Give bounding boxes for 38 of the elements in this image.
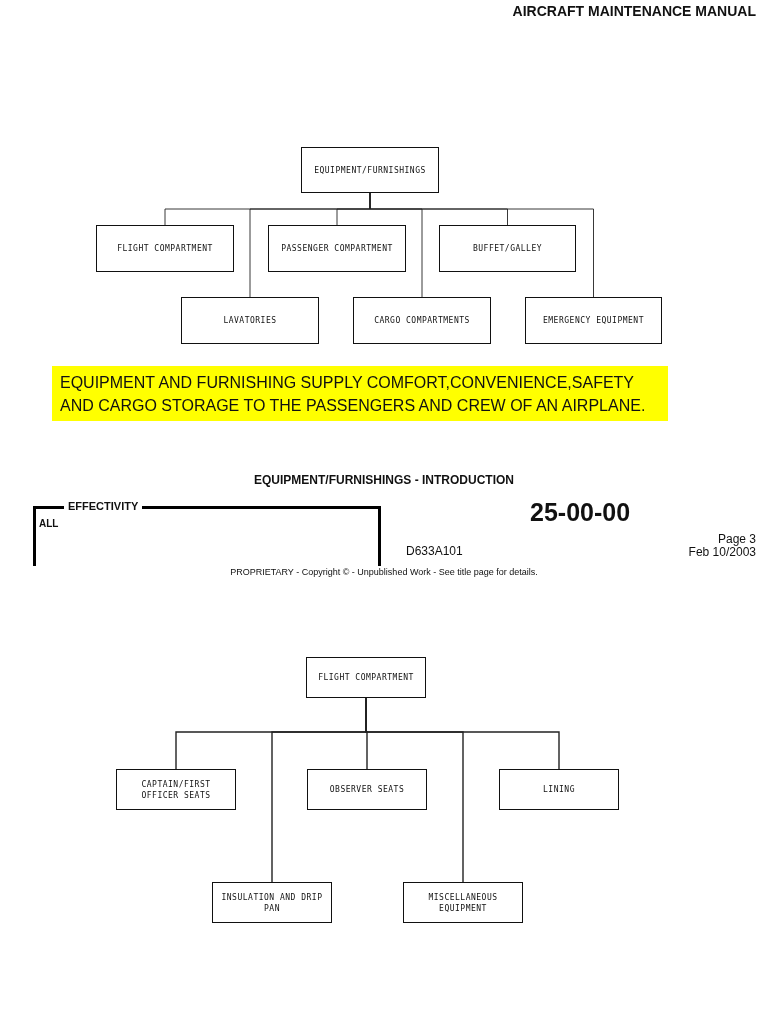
note-box xyxy=(52,366,668,421)
box-label: PASSENGER COMPARTMENT xyxy=(280,243,394,254)
process-box xyxy=(301,147,439,193)
box-label: BUFFET/GALLEY xyxy=(471,243,544,254)
page-title: EQUIPMENT/FURNISHINGS - INTRODUCTION xyxy=(253,473,515,487)
box-label: OBSERVER SEATS xyxy=(328,784,406,795)
box-label: EMERGENCY EQUIPMENT xyxy=(542,315,645,326)
process-box xyxy=(181,297,319,344)
process-box xyxy=(268,225,406,272)
note-text: EQUIPMENT AND FURNISHING SUPPLY COMFORT,CONVENIENCE,SAFETY AND CARGO STORAGE TO THE PASSENGERS AND CREW OF AN AIRPLANE. xyxy=(59,372,647,416)
connector-line xyxy=(365,697,560,770)
process-box xyxy=(525,297,662,344)
box-heading: EFFECTIVITY xyxy=(64,500,143,512)
process-box xyxy=(96,225,234,272)
process-box xyxy=(116,769,236,810)
process-box xyxy=(403,882,523,923)
proprietary-notice: PROPRIETARY - Copyright © - Unpublished Work - See title page for details. xyxy=(229,567,539,577)
box-label: FLIGHT COMPARTMENT xyxy=(317,672,415,683)
page-number: Page 3 xyxy=(717,532,756,546)
process-box xyxy=(439,225,576,272)
box-label: CAPTAIN/FIRST OFFICER SEATS xyxy=(140,778,212,801)
box-label: EQUIPMENT/FURNISHINGS xyxy=(313,164,427,176)
box-label: FLIGHT COMPARTMENT xyxy=(116,243,214,254)
box-label: INSULATION AND DRIP PAN xyxy=(220,891,324,914)
manual-title: AIRCRAFT MAINTENANCE MANUAL xyxy=(512,3,756,19)
document-number: D633A101 xyxy=(406,544,463,558)
box-label: LINING xyxy=(542,784,576,795)
effectivity-text: ALL xyxy=(39,518,59,529)
revision-date: Feb 10/2003 xyxy=(688,545,756,559)
process-box xyxy=(353,297,491,344)
box-label: LAVATORIES xyxy=(222,315,278,326)
box-label: CARGO COMPARTMENTS xyxy=(373,315,471,326)
chapter-number: 25-00-00 xyxy=(530,498,631,527)
process-box xyxy=(212,882,332,923)
process-box xyxy=(307,769,427,810)
process-box xyxy=(306,657,426,698)
process-box xyxy=(499,769,619,810)
box-label: MISCELLANEOUS EQUIPMENT xyxy=(427,891,499,914)
